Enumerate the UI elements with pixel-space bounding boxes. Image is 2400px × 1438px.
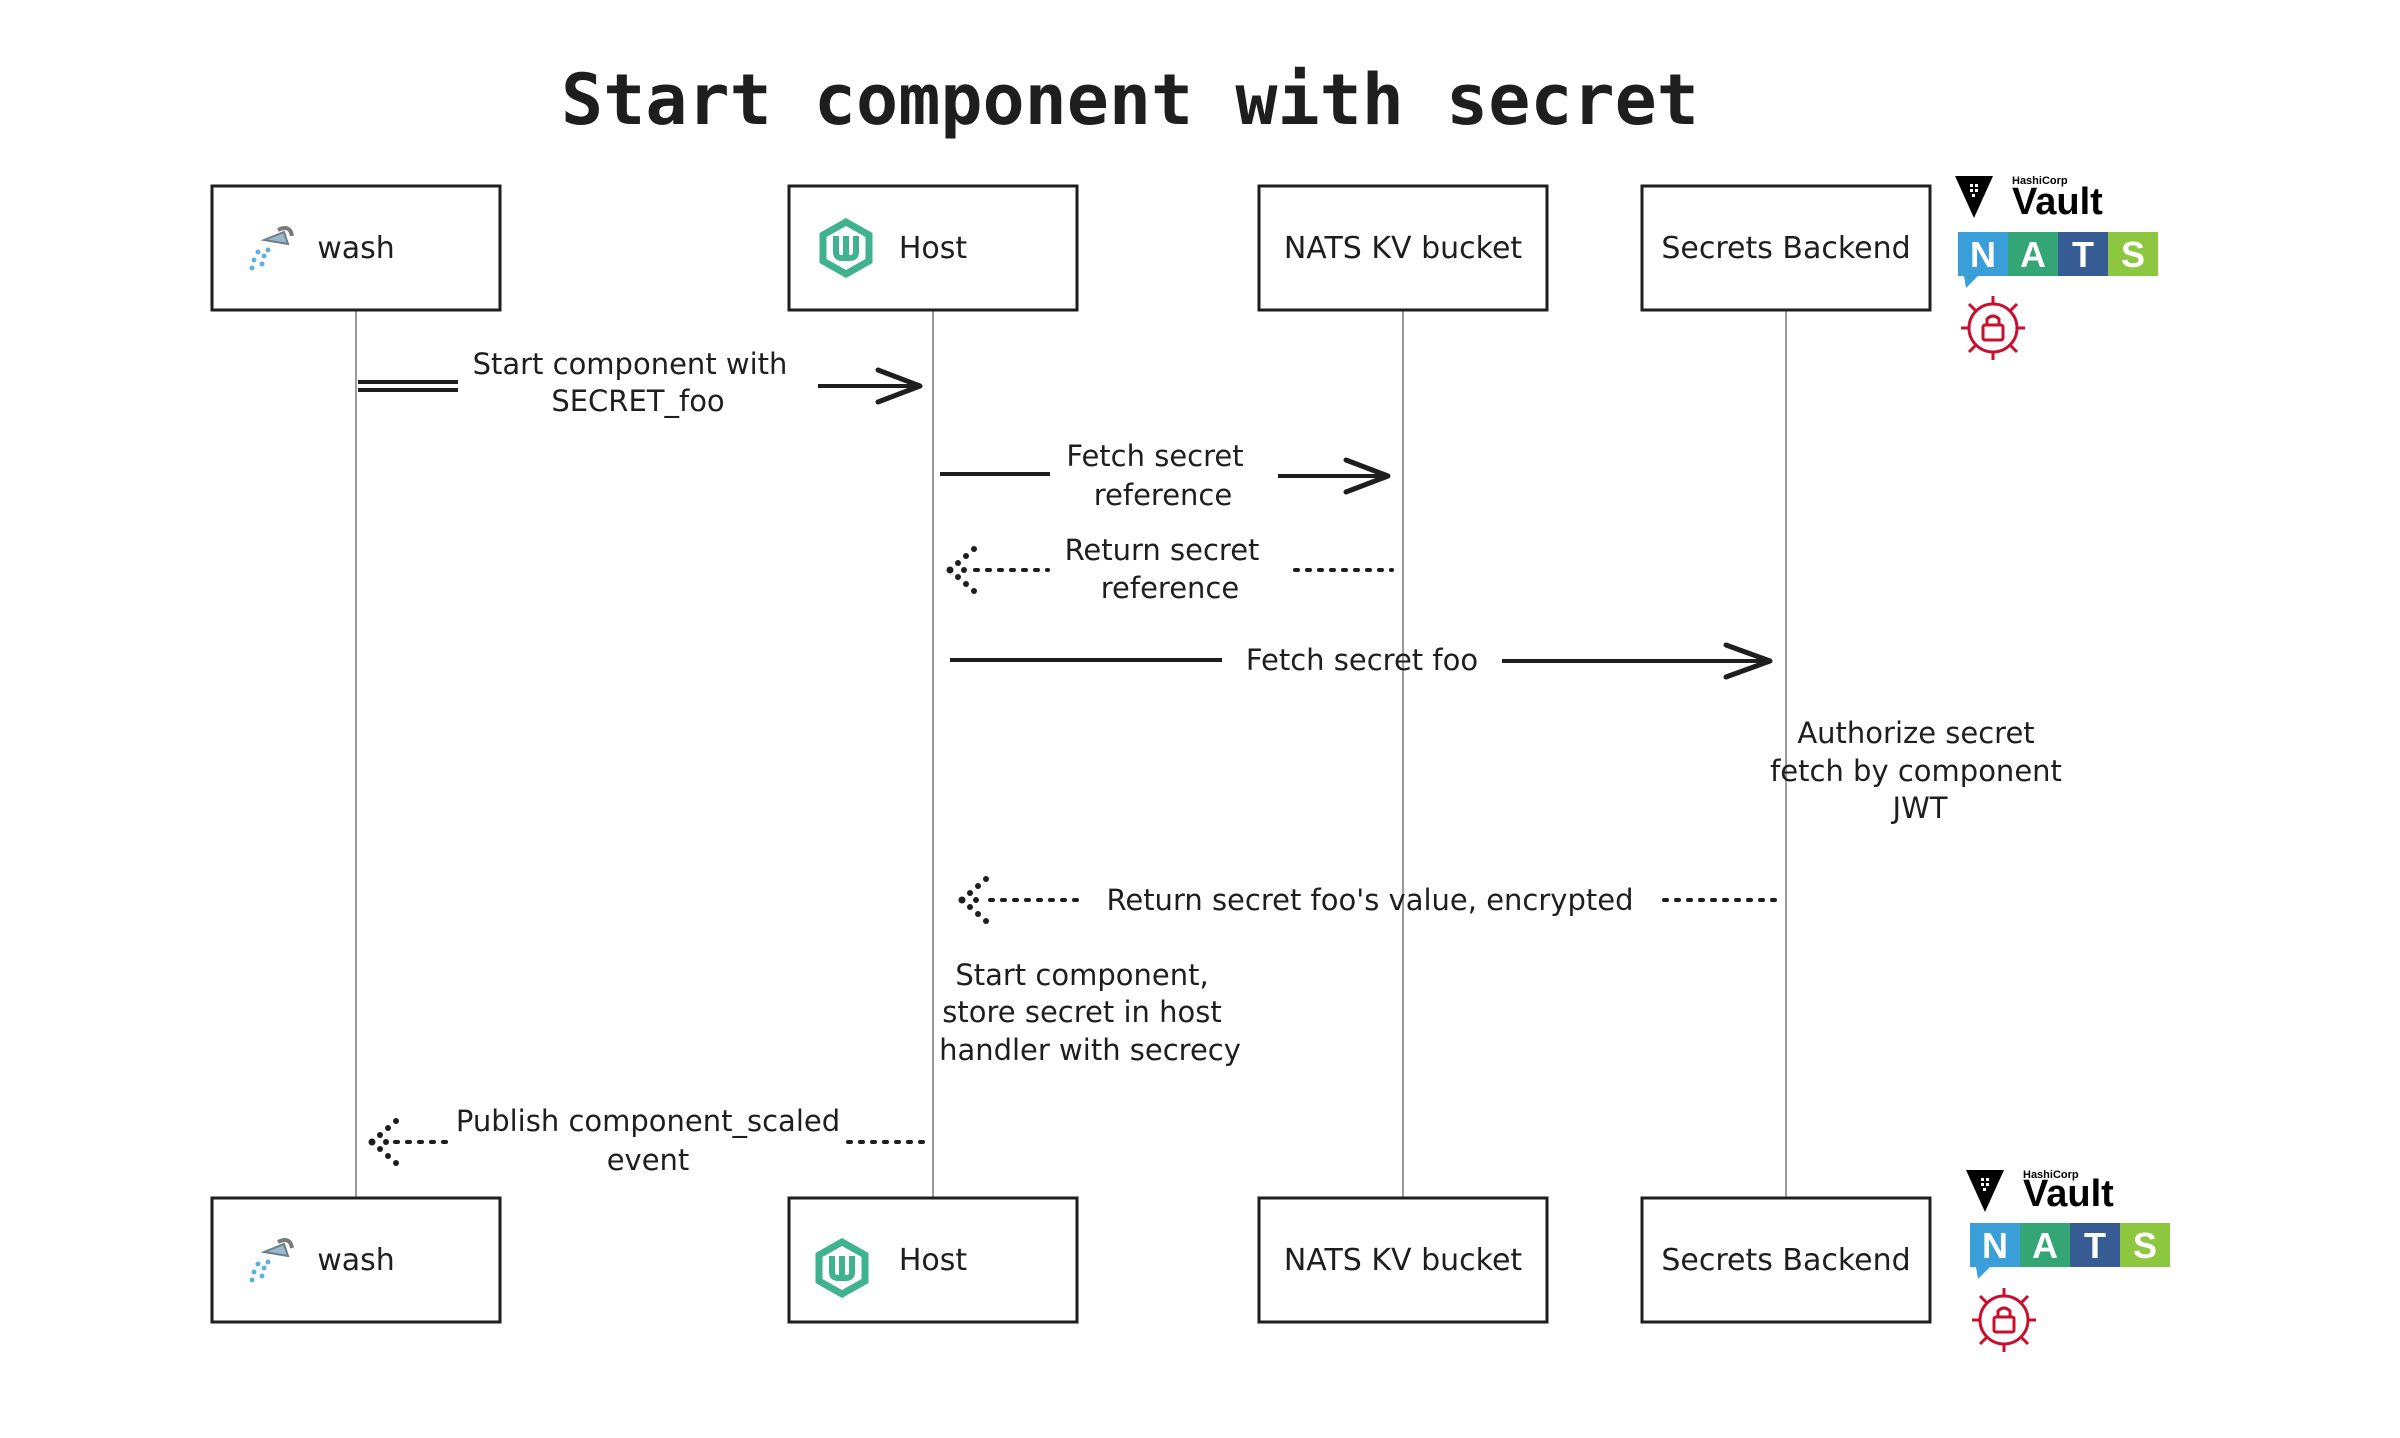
- message-label: Return secret foo's value, encrypted: [1107, 883, 1634, 917]
- arrow-head: [368, 1118, 399, 1166]
- message-fetch-secret-reference: Fetch secret reference: [940, 439, 1391, 512]
- arrow-head: [1343, 457, 1391, 495]
- message-label: Return secret: [1065, 533, 1260, 567]
- participant-label-secrets-bottom: Secrets Backend: [1661, 1243, 1910, 1278]
- nats-letter: T: [2072, 234, 2094, 275]
- message-label: Fetch secret: [1066, 439, 1243, 473]
- nats-letter: S: [2121, 234, 2145, 275]
- participant-label-secrets: Secrets Backend: [1661, 231, 1910, 266]
- participant-label-wash-bottom: wash: [317, 1243, 395, 1278]
- logo-group-top: HashiCorp Vault N A T S: [1955, 175, 2158, 360]
- message-label: reference: [1101, 571, 1239, 605]
- note-authorize-secret: Authorize secret fetch by component JWT: [1770, 716, 2062, 825]
- message-return-secret-value: Return secret foo's value, encrypted: [958, 876, 1780, 924]
- message-label: Start component with: [473, 347, 788, 381]
- vault-hashicorp-label: HashiCorp: [2023, 1169, 2079, 1181]
- nats-letter: A: [2032, 1225, 2058, 1266]
- message-publish-component-scaled: Publish component_scaled event: [368, 1104, 927, 1177]
- participant-box-secrets-bottom: Secrets Backend: [1640, 1196, 1932, 1324]
- nats-letter: N: [1970, 234, 1996, 275]
- participant-box-wash: wash: [210, 184, 502, 312]
- note-line: handler with secrecy: [939, 1033, 1241, 1067]
- participant-box-host: Host: [787, 184, 1079, 312]
- arrow-head: [958, 876, 989, 924]
- arrow-head: [1723, 642, 1773, 680]
- message-start-component: Start component with SECRET_foo: [358, 347, 923, 418]
- participant-box-wash-bottom: wash: [210, 1196, 502, 1324]
- participant-box-host-bottom: Host: [787, 1196, 1079, 1324]
- participant-label-wash: wash: [317, 231, 395, 266]
- message-label: event: [607, 1143, 690, 1177]
- message-label: reference: [1094, 478, 1232, 512]
- nats-letter: S: [2133, 1225, 2157, 1266]
- note-line: fetch by component: [1770, 754, 2062, 788]
- note-start-component-store-secret: Start component, store secret in host ha…: [939, 958, 1241, 1067]
- participant-label-nats-bottom: NATS KV bucket: [1284, 1243, 1523, 1278]
- wasmcloud-logo-icon: [815, 1237, 869, 1299]
- arrow-head: [875, 367, 923, 405]
- nats-letter: T: [2084, 1225, 2106, 1266]
- message-fetch-secret-foo: Fetch secret foo: [950, 642, 1773, 680]
- nats-letter: N: [1982, 1225, 2008, 1266]
- wash-shower-icon: [249, 1238, 294, 1283]
- diagram-title: Start component with secret: [561, 59, 1699, 141]
- wash-shower-icon: [249, 226, 294, 271]
- message-return-secret-reference: Return secret reference: [946, 533, 1394, 605]
- padlock-target-icon: [1972, 1288, 2036, 1352]
- participants-top: wash Host NATS KV bucket Secrets Backend: [210, 184, 1932, 312]
- vault-logo: HashiCorp: [1955, 175, 2068, 218]
- participant-label-host: Host: [899, 231, 968, 266]
- lifelines: [355, 310, 1787, 1198]
- note-line: Authorize secret: [1797, 716, 2034, 750]
- nats-logo: N A T S: [1970, 1223, 2170, 1279]
- vault-hashicorp-label: HashiCorp: [2012, 175, 2068, 187]
- participant-box-nats: NATS KV bucket: [1257, 184, 1549, 312]
- note-line: Start component,: [955, 958, 1208, 992]
- arrow-head: [946, 546, 977, 594]
- participant-label-nats: NATS KV bucket: [1284, 231, 1523, 266]
- participants-bottom: wash Host NATS KV bucket Secrets Backend: [210, 1196, 1932, 1324]
- vault-name-label: Vault: [2023, 1173, 2114, 1215]
- message-label: Publish component_scaled: [456, 1104, 840, 1138]
- vault-name-label: Vault: [2012, 181, 2103, 223]
- note-line: store secret in host: [942, 995, 1221, 1029]
- participant-box-secrets: Secrets Backend: [1640, 184, 1932, 312]
- message-label: SECRET_foo: [551, 384, 724, 418]
- padlock-target-icon: [1961, 296, 2025, 360]
- nats-letter: A: [2020, 234, 2046, 275]
- note-line: JWT: [1891, 791, 1948, 825]
- nats-logo: N A T S: [1958, 232, 2158, 288]
- vault-logo: HashiCorp: [1966, 1169, 2079, 1212]
- logo-group-bottom: HashiCorp Vault N A T S: [1966, 1169, 2170, 1352]
- participant-box-nats-bottom: NATS KV bucket: [1257, 1196, 1549, 1324]
- wasmcloud-logo-icon: [819, 217, 873, 279]
- message-label: Fetch secret foo: [1246, 643, 1478, 677]
- participant-label-host-bottom: Host: [899, 1243, 968, 1278]
